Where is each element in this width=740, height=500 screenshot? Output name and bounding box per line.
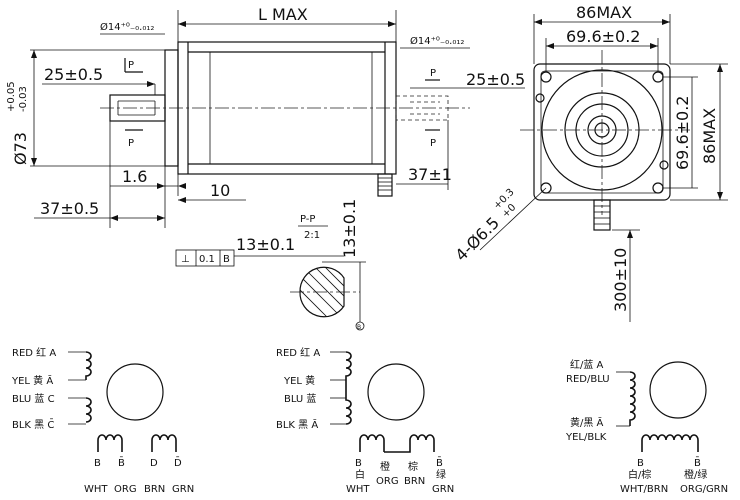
wire-yel-b: YEL 黄 [283, 374, 315, 387]
svg-text:橙: 橙 [380, 460, 390, 473]
datum-mark: B [357, 324, 361, 331]
length-label: L MAX [258, 5, 308, 24]
svg-text:WHT: WHT [346, 484, 370, 495]
front-shaft-tolerance: Ø14⁺⁰₋₀.₀₁₂ [100, 21, 154, 33]
wiring-diagram-c: 红/蓝 A RED/BLU 黄/黑 Ā YEL/BLK B 白/棕 WHT/BR… [565, 358, 728, 495]
pilot-diameter: Ø73 [11, 132, 30, 165]
svg-text:GRN: GRN [432, 484, 454, 495]
front-key-length: 25±0.5 [44, 65, 103, 84]
svg-text:白/棕: 白/棕 [628, 468, 651, 481]
wire-a-cn: 红/蓝 A [570, 358, 604, 371]
svg-text:ORG: ORG [114, 484, 137, 495]
front-view: 86MAX 69.6±0.2 69.6±0.2 86MAX 4-Ø6 [451, 3, 728, 322]
section-scale: 2:1 [304, 230, 320, 241]
rear-shaft-tolerance: Ø14⁺⁰₋₀.₀₁₂ [410, 35, 464, 47]
mount-hole-bl [540, 182, 552, 194]
wire-abar-cn: 黄/黑 Ā [570, 416, 604, 429]
rotor-b [367, 363, 425, 421]
svg-text:B: B [637, 458, 644, 469]
rotor-a [106, 363, 164, 421]
wire-blu-b: BLU 蓝 [284, 393, 316, 405]
section-mark-rear-top: P [430, 68, 436, 79]
rear-key-length: 25±0.5 [466, 70, 525, 89]
svg-text:BRN: BRN [404, 476, 425, 487]
section-mark-rear-bottom: P [430, 138, 436, 149]
wire-blu: BLU 蓝 C [12, 393, 55, 405]
mount-holes-label: 4-Ø6.5 [451, 213, 503, 265]
section-title: P-P [300, 214, 315, 225]
front-hole-pitch: 69.6±0.2 [566, 27, 640, 46]
svg-text:GRN: GRN [172, 484, 194, 495]
wire-blk: BLK 黑 C̄ [12, 418, 54, 431]
svg-text:B̄: B̄ [118, 456, 125, 469]
svg-text:WHT/BRN: WHT/BRN [620, 484, 668, 495]
pilot-tol-upper: +0.05 [6, 81, 17, 112]
svg-text:B: B [223, 254, 230, 265]
section-mark-bottom: P [128, 138, 134, 149]
svg-text:WHT: WHT [84, 484, 108, 495]
section-flat-dim-vertical: 13±0.1 [340, 199, 359, 258]
mount-hole-tr [652, 71, 664, 83]
svg-text:B̄: B̄ [694, 456, 701, 469]
svg-text:B: B [94, 458, 101, 469]
front-width: 86MAX [576, 3, 632, 22]
svg-text:BRN: BRN [144, 484, 165, 495]
wiring-diagram-b: RED 红 A YEL 黄 BLU 蓝 BLK 黑 Ā B 白 橙 棕 B̄ 绿… [276, 346, 454, 495]
wire-red-b: RED 红 A [276, 346, 320, 359]
svg-text:ORG/GRN: ORG/GRN [680, 484, 728, 495]
wire-abar-en: YEL/BLK [565, 432, 607, 443]
lead-length: 300±10 [611, 248, 630, 312]
lead-wires-front [593, 199, 611, 231]
rotor-c [649, 361, 707, 419]
front-height: 86MAX [700, 108, 719, 164]
front-shaft-length: 37±0.5 [40, 199, 99, 218]
rear-shaft-length: 37±1 [408, 165, 452, 184]
svg-text:棕: 棕 [408, 460, 418, 473]
tolerance-frame: ⊥ 0.1 B [175, 249, 235, 267]
mount-hole-tl [540, 71, 552, 83]
front-hole-pitch-vertical: 69.6±0.2 [673, 96, 692, 170]
section-mark-top: P [128, 60, 134, 71]
svg-text:B̄: B̄ [436, 456, 443, 469]
pilot-tol-lower: -0.03 [18, 86, 29, 112]
section-view: P-P 2:1 ⊥ 0.1 B 13±0.1 13±0.1 [175, 199, 366, 331]
wire-blk-b: BLK 黑 Ā [276, 418, 318, 431]
svg-text:橙/绿: 橙/绿 [684, 468, 707, 481]
svg-text:ORG: ORG [376, 476, 399, 487]
wire-a-en: RED/BLU [566, 374, 610, 385]
wire-yel: YEL 黄 Ā [11, 374, 53, 387]
section-flat-dim: 13±0.1 [236, 235, 295, 254]
svg-text:白: 白 [355, 468, 365, 481]
svg-text:B: B [355, 458, 362, 469]
svg-text:D: D [150, 458, 158, 469]
flange-10: 10 [210, 181, 230, 200]
svg-text:0.1: 0.1 [199, 254, 215, 265]
wire-red: RED 红 A [12, 346, 56, 359]
wiring-diagram-a: RED 红 A YEL 黄 Ā BLU 蓝 C BLK 黑 C̄ B B̄ D … [11, 346, 194, 495]
svg-text:⊥: ⊥ [181, 254, 190, 265]
side-view: L MAX Ø14⁺⁰₋₀.₀₁₂ Ø14⁺⁰₋₀.₀₁₂ Ø73 +0.05 … [6, 5, 525, 228]
flange-thickness: 1.6 [122, 167, 147, 186]
svg-text:绿: 绿 [436, 468, 446, 481]
mount-hole-br [652, 182, 664, 194]
lead-wires-side [377, 173, 393, 197]
svg-text:D̄: D̄ [174, 456, 182, 469]
